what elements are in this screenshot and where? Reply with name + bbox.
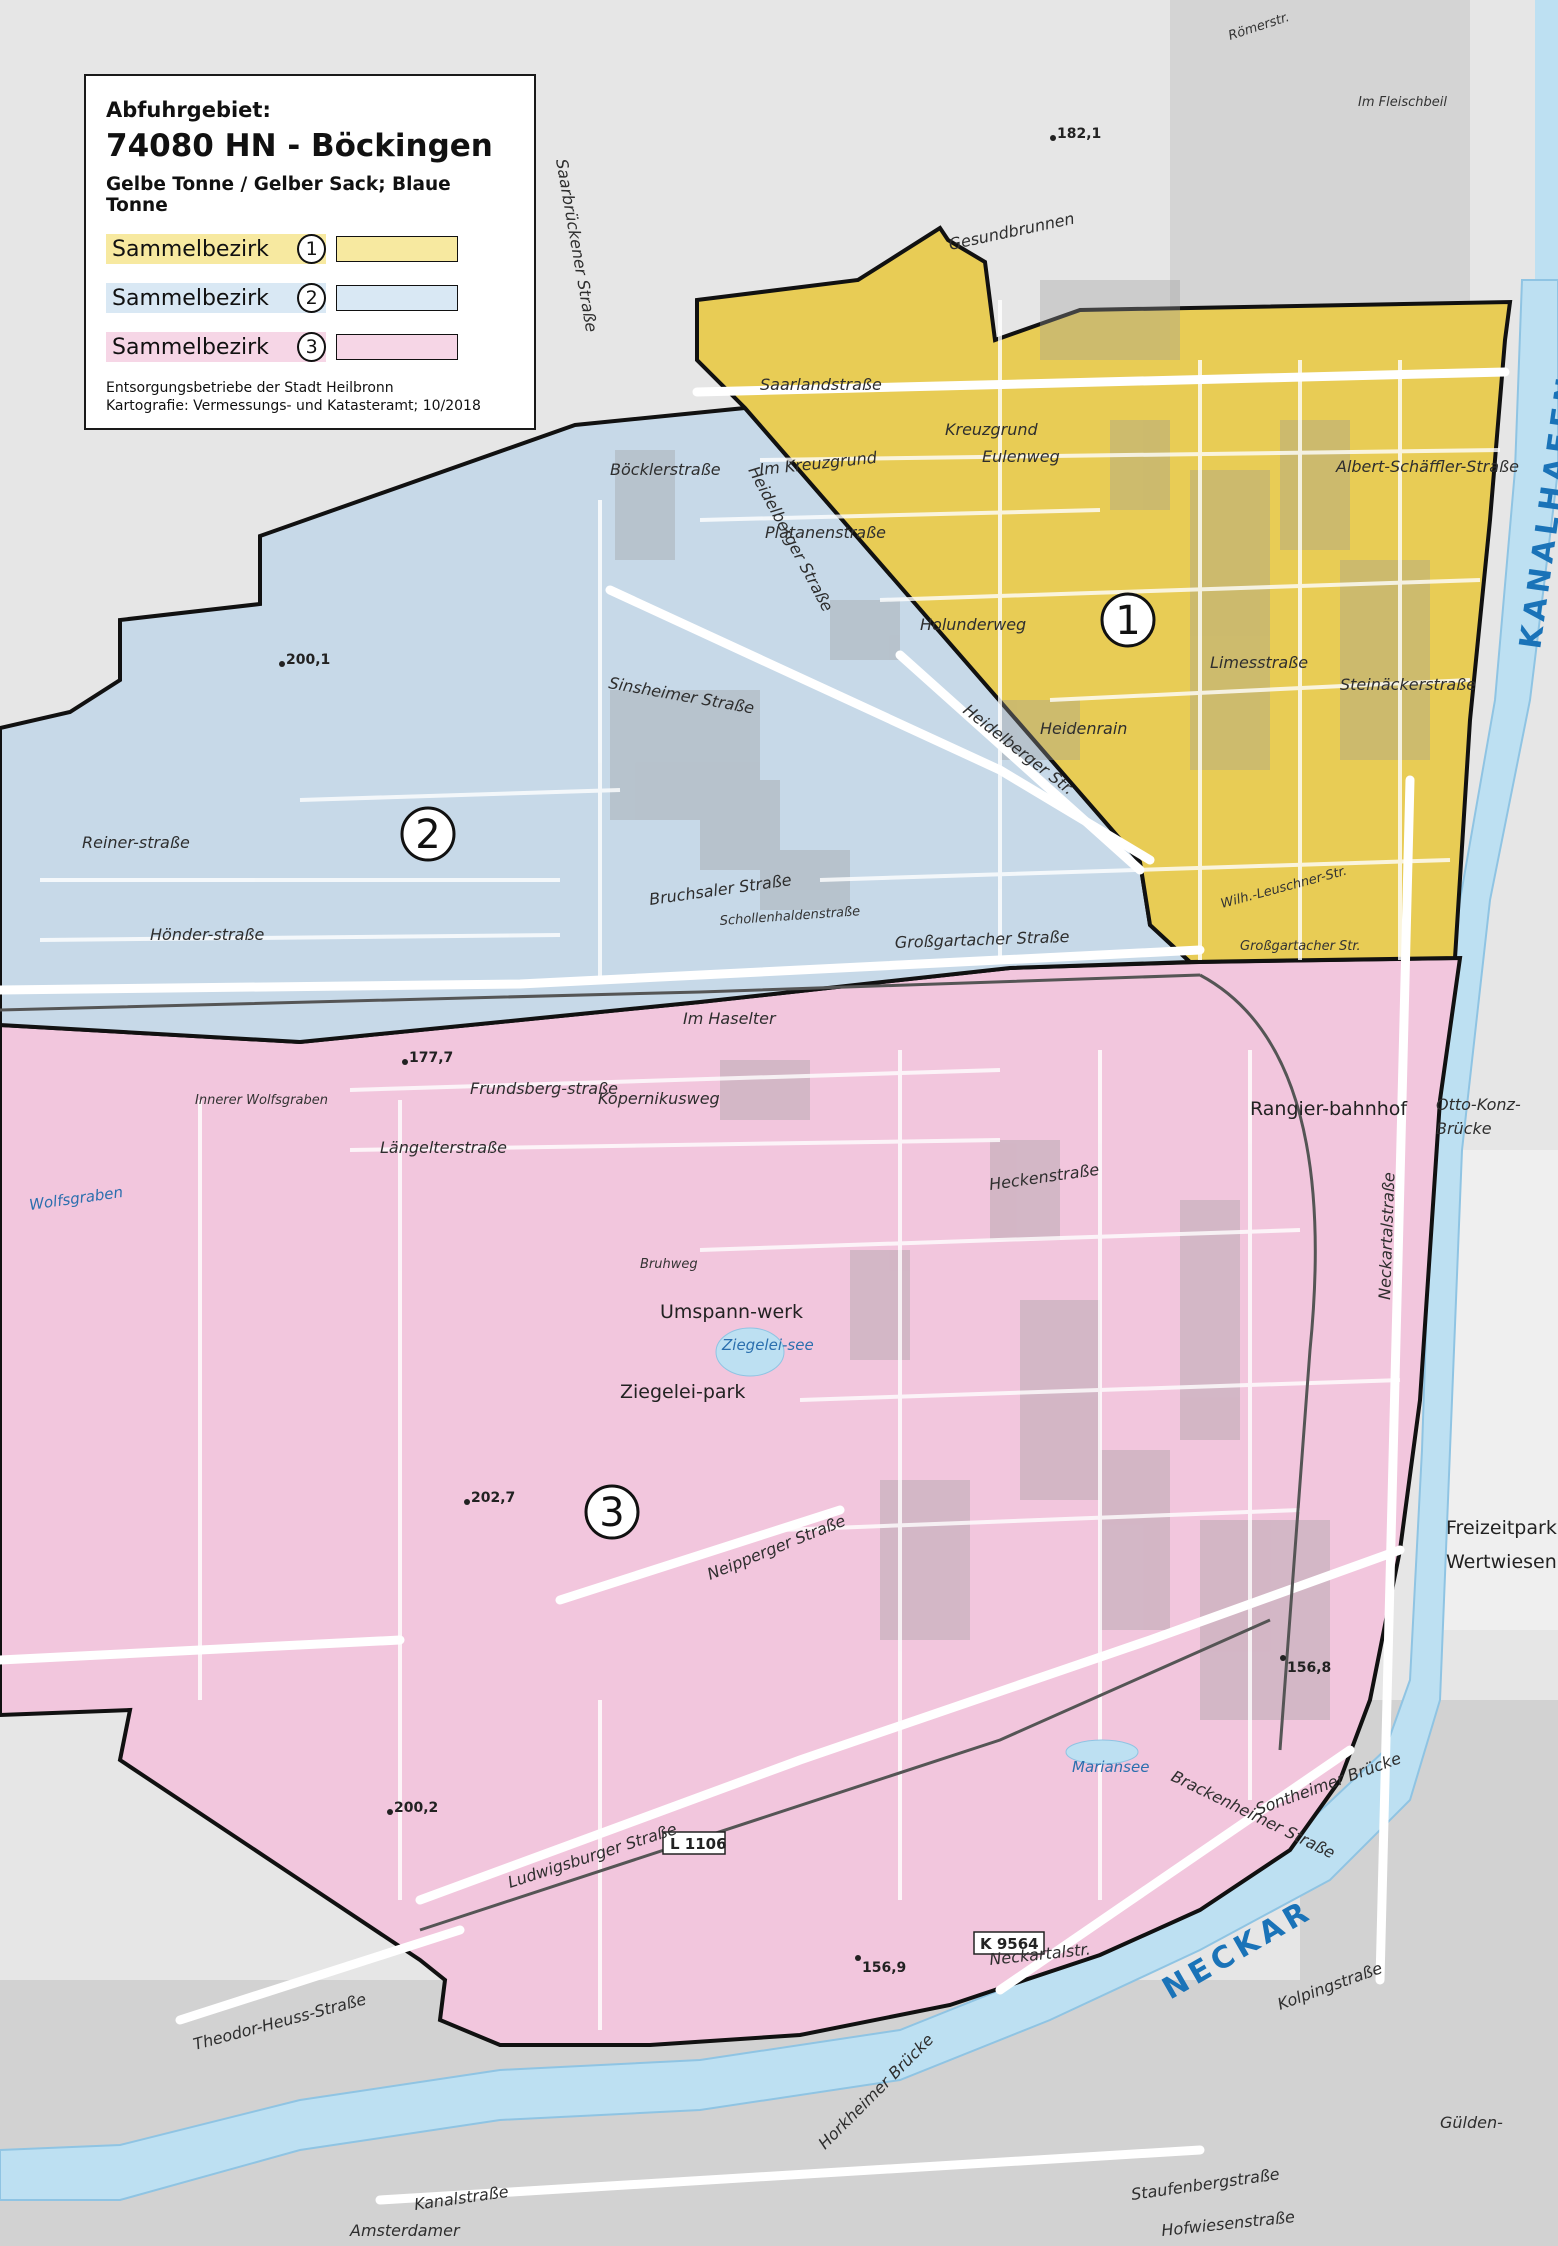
street-label: Albert-Schäffler-Straße [1335,457,1519,476]
zone-1-area [695,225,1513,965]
street-label: Amsterdamer [349,2221,461,2240]
street-label: Eulenweg [982,447,1060,466]
legend-title: 74080 HN - Böckingen [106,128,493,164]
elevation-label: 177,7 [409,1050,453,1066]
otto-konz-bruecke-label: Brücke [1436,1119,1492,1138]
elevation-label: 156,8 [1287,1660,1331,1676]
ziegeleisee-label: Ziegelei-see [721,1336,814,1354]
street-label: Kopernikusweg [598,1089,720,1108]
mariansee-lake [1065,1739,1139,1765]
street-label: Platanenstraße [765,523,886,542]
legend-label-wrap: Sammelbezirk 3 [106,332,326,362]
settlement-north-east [1170,0,1470,310]
main-roads [0,367,1510,2205]
zone-1-number: 1 [1115,598,1140,644]
legend-credit: Entsorgungsbetriebe der Stadt Heilbronn … [106,379,514,415]
street-label: Holunderweg [920,615,1026,634]
street-label: Limesstraße [1210,653,1308,672]
street-label: Längelterstraße [380,1138,507,1157]
mariansee-label: Mariansee [1072,1758,1149,1776]
legend-swatch-zone-2 [336,285,458,311]
wertwiesen-label: Wertwiesen [1446,1551,1557,1573]
street-label: Hönder-straße [150,925,265,944]
umspannwerk-label: Umspann-werk [660,1301,803,1323]
street-label: Innerer Wolfsgraben [195,1093,328,1108]
zone-2-marker: 2 [400,806,456,862]
street-label: Im Fleischbeil [1358,95,1447,110]
ziegeleipark-label: Ziegelei-park [620,1381,745,1403]
credit-line-2: Kartografie: Vermessungs- und Katasteram… [106,398,481,414]
elevation-points: 182,1 200,1 177,7 202,7 200,2 156,9 156,… [279,126,1331,1976]
legend-swatch-zone-3 [336,334,458,360]
street-label: Neckartalstraße [1375,1172,1398,1300]
elevation-label: 200,1 [286,652,330,668]
legend-number: 1 [297,234,326,264]
credit-line-1: Entsorgungsbetriebe der Stadt Heilbronn [106,380,394,396]
street-label: Frundsberg-straße [470,1079,618,1098]
street-label: Gülden- [1440,2113,1503,2132]
street-label: Steinäckerstraße [1340,675,1476,694]
k9564-label: K 9564 [980,1935,1039,1953]
neckar-river [0,279,1558,2201]
street-label: Im Haselter [683,1009,777,1028]
legend-label-wrap: Sammelbezirk 2 [106,283,326,313]
elevation-label: 202,7 [471,1490,515,1506]
l1106-label: L 1106 [670,1835,727,1853]
k9564-tag [973,1931,1045,1955]
l1106-tag [662,1831,726,1855]
street-label: Bruhweg [640,1257,698,1272]
elevation-label: 200,2 [394,1800,438,1816]
zone-3-marker: 3 [584,1484,640,1540]
zone-2-number: 2 [415,812,440,858]
legend-number: 2 [297,283,326,313]
street-label: Saarlandstraße [760,375,882,394]
legend-row-zone-1: Sammelbezirk 1 [106,232,514,266]
legend-label-wrap: Sammelbezirk 1 [106,234,326,264]
legend-row-zone-2: Sammelbezirk 2 [106,281,514,315]
legend-swatch-zone-1 [336,236,458,262]
zone-1-marker: 1 [1100,592,1156,648]
legend-box: Abfuhrgebiet: 74080 HN - Böckingen Gelbe… [84,74,536,430]
rangierbahnhof-label: Rangier-bahnhof [1250,1098,1408,1120]
street-label: Böcklerstraße [610,460,721,479]
legend-label: Sammelbezirk [112,236,269,262]
elevation-label: 182,1 [1057,126,1101,142]
legend-label: Sammelbezirk [112,285,269,311]
elevation-label: 156,9 [862,1960,906,1976]
street-label: Heidenrain [1040,719,1127,738]
ziegeleisee-lake [715,1327,785,1377]
legend-number: 3 [297,332,326,362]
legend-row-zone-3: Sammelbezirk 3 [106,330,514,364]
legend-label: Sammelbezirk [112,334,269,360]
street-label: Großgartacher Str. [1240,939,1361,954]
legend-heading: Abfuhrgebiet: [106,98,271,122]
legend-subtitle: Gelbe Tonne / Gelber Sack; Blaue Tonne [106,174,451,216]
minor-roads [39,300,1501,2030]
building-blocks [610,280,1430,1720]
freizeitpark-label: Freizeitpark [1446,1517,1557,1539]
street-label: Kreuzgrund [945,420,1038,439]
otto-konz-label: Otto-Konz- [1436,1095,1521,1114]
railway [0,973,1317,1932]
street-label: Reiner-straße [82,833,190,852]
zone-3-number: 3 [599,1490,624,1536]
